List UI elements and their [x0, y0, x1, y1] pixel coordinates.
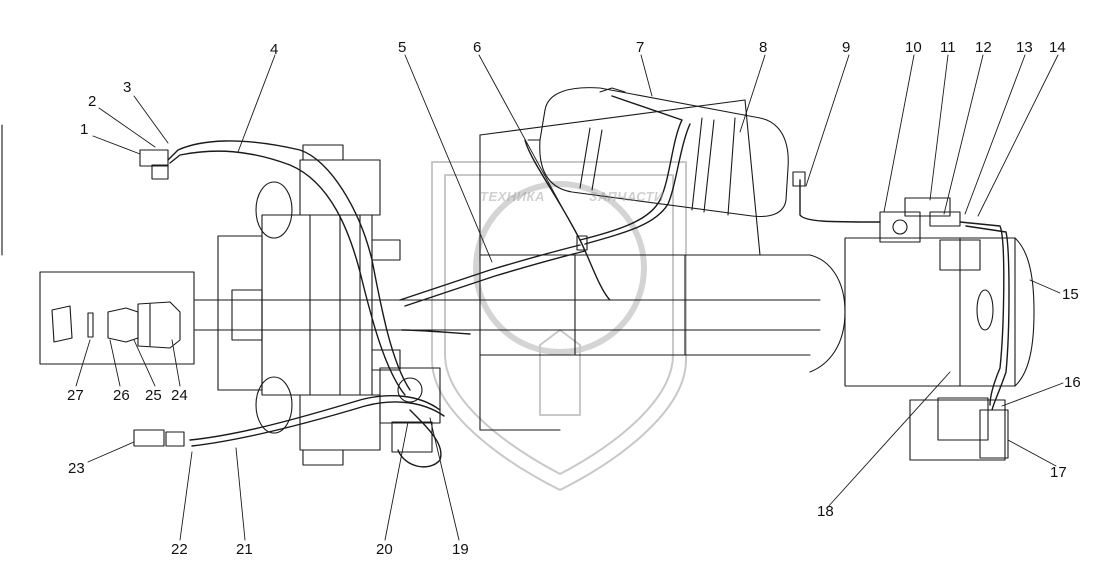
callout-26: 26 [113, 387, 130, 404]
valve-cluster [879, 197, 961, 243]
air-tank [527, 87, 789, 218]
callout-27: 27 [67, 387, 84, 404]
callout-13: 13 [1016, 39, 1033, 56]
brake-lines [167, 95, 1010, 468]
valve-cluster-front [379, 367, 441, 453]
callout-24: 24 [171, 387, 188, 404]
callout-9: 9 [842, 39, 851, 56]
callout-1: 1 [80, 121, 89, 138]
callout-23: 23 [68, 460, 85, 477]
callout-5: 5 [398, 39, 407, 56]
callout-21: 21 [236, 541, 253, 558]
fitting-6 [576, 235, 588, 251]
callout-14: 14 [1049, 39, 1066, 56]
callout-7: 7 [636, 39, 645, 56]
callout-19: 19 [452, 541, 469, 558]
watermark-left-text: ТЕХНИКА [480, 189, 545, 204]
watermark-shield [431, 161, 687, 491]
rear-axle-assembly [809, 237, 1035, 387]
brake-chamber-rear [909, 397, 1009, 461]
callout-15: 15 [1062, 286, 1079, 303]
callout-8: 8 [759, 39, 768, 56]
callout-18: 18 [817, 503, 834, 520]
callout-20: 20 [376, 541, 393, 558]
inset-detail [39, 271, 195, 365]
callout-16: 16 [1064, 374, 1081, 391]
fitting-front-left-upper [139, 149, 169, 180]
front-axle-assembly [217, 144, 401, 466]
leader-lines [75, 54, 1064, 541]
fitting-front-left-lower [133, 429, 185, 447]
callout-2: 2 [88, 93, 97, 110]
fitting-9 [792, 171, 806, 187]
callout-22: 22 [171, 541, 188, 558]
callout-10: 10 [905, 39, 922, 56]
callout-12: 12 [975, 39, 992, 56]
callout-25: 25 [145, 387, 162, 404]
chassis-beam [194, 99, 821, 431]
callout-17: 17 [1050, 464, 1067, 481]
callout-3: 3 [123, 79, 132, 96]
callout-4: 4 [270, 41, 279, 58]
callout-11: 11 [940, 39, 956, 56]
callout-6: 6 [473, 39, 482, 56]
watermark-right-text: ЗАПЧАСТИ [589, 189, 664, 204]
